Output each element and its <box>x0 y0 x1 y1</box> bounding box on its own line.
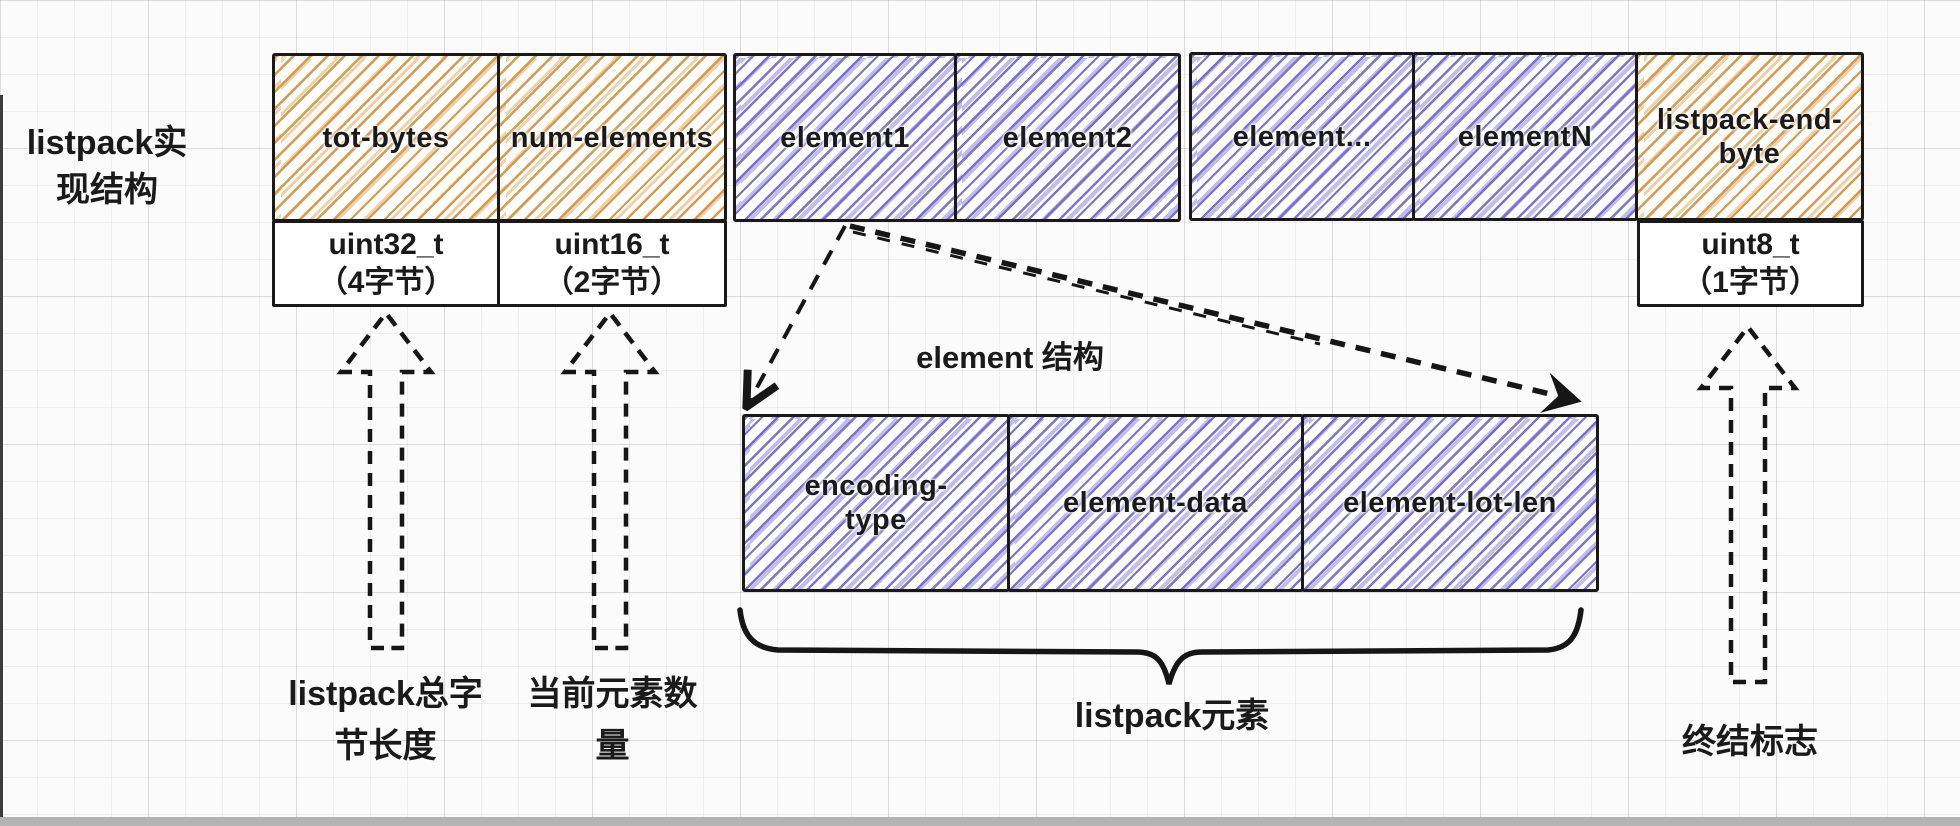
brace-listpack-elements <box>737 607 1584 685</box>
diagram-title-line1: listpack实 <box>26 124 188 162</box>
up-arrow-tot-bytes <box>336 309 436 651</box>
box-element-dots: element... <box>1189 52 1415 221</box>
annotation-num-elements-line2: 量 <box>595 727 630 765</box>
annotation-num-elements: 当前元素数 量 <box>490 668 735 772</box>
box-element1: element1 <box>733 53 957 222</box>
box-listpack-end-byte-line1: listpack-end- <box>1656 103 1843 136</box>
type-uint32-name: uint32_t <box>328 228 444 261</box>
box-elementN-label: elementN <box>1457 120 1593 153</box>
window-left-edge <box>0 95 3 826</box>
box-tot-bytes: tot-bytes <box>272 53 500 222</box>
box-num-elements: num-elements <box>497 53 727 222</box>
box-element-lot-len: element-lot-len <box>1301 414 1599 592</box>
element-struct-group: encoding- type element-data element-lot-… <box>742 414 1599 592</box>
type-box-uint32: uint32_t （4字节） <box>272 220 500 307</box>
box-element1-label: element1 <box>780 121 910 154</box>
box-element2: element2 <box>954 53 1181 222</box>
box-encoding-type-label: encoding- type <box>804 469 947 537</box>
annotation-tot-bytes: listpack总字 节长度 <box>258 668 513 772</box>
up-arrow-end-byte <box>1696 323 1800 685</box>
elements-group-a: element1 element2 <box>733 53 1181 222</box>
box-encoding-type-line1: encoding- <box>804 470 948 502</box>
box-listpack-end-byte: listpack-end- byte <box>1635 52 1864 221</box>
arrow-element1-to-encoding-type <box>748 225 847 404</box>
annotation-end-marker: 终结标志 <box>1682 723 1818 761</box>
type-box-uint16: uint16_t （2字节） <box>497 220 727 307</box>
type-uint16-name: uint16_t <box>554 228 670 261</box>
element-struct-title: element 结构 <box>916 340 1104 375</box>
type-uint8-name: uint8_t <box>1701 228 1800 261</box>
arrow-element1-double-stroke <box>852 230 1321 346</box>
box-encoding-type-line2: type <box>845 504 907 536</box>
annotation-tot-bytes-line1: listpack总字 <box>288 675 483 713</box>
window-bottom-edge <box>0 817 1960 826</box>
box-listpack-end-byte-line2: byte <box>1718 137 1781 170</box>
box-element-data-label: element-data <box>1063 487 1248 519</box>
box-num-elements-label: num-elements <box>510 121 714 154</box>
header-fields-group: tot-bytes num-elements <box>272 53 727 222</box>
type-box-uint8: uint8_t （1字节） <box>1637 220 1864 307</box>
annotation-tot-bytes-line2: 节长度 <box>334 727 437 765</box>
diagram-title: listpack实 现结构 <box>22 120 192 214</box>
up-arrow-num-elements <box>560 309 660 651</box>
box-element-dots-label: element... <box>1232 120 1372 153</box>
type-uint32-size: （4字节） <box>317 266 455 299</box>
box-listpack-end-byte-label: listpack-end- byte <box>1657 103 1842 171</box>
box-elementN: elementN <box>1412 52 1638 221</box>
type-uint8-size: （1字节） <box>1682 266 1819 299</box>
box-encoding-type: encoding- type <box>742 414 1010 592</box>
box-tot-bytes-label: tot-bytes <box>322 121 450 154</box>
annotation-num-elements-line1: 当前元素数 <box>527 675 698 713</box>
elements-group-b: element... elementN listpack-end- byte <box>1189 52 1864 221</box>
annotation-listpack-element: listpack元素 <box>1074 697 1270 735</box>
diagram-title-line2: 现结构 <box>56 171 158 209</box>
box-element-data: element-data <box>1007 414 1304 592</box>
box-element-lot-len-label: element-lot-len <box>1343 487 1557 519</box>
type-uint16-size: （2字节） <box>543 266 681 299</box>
box-element2-label: element2 <box>1002 121 1133 154</box>
